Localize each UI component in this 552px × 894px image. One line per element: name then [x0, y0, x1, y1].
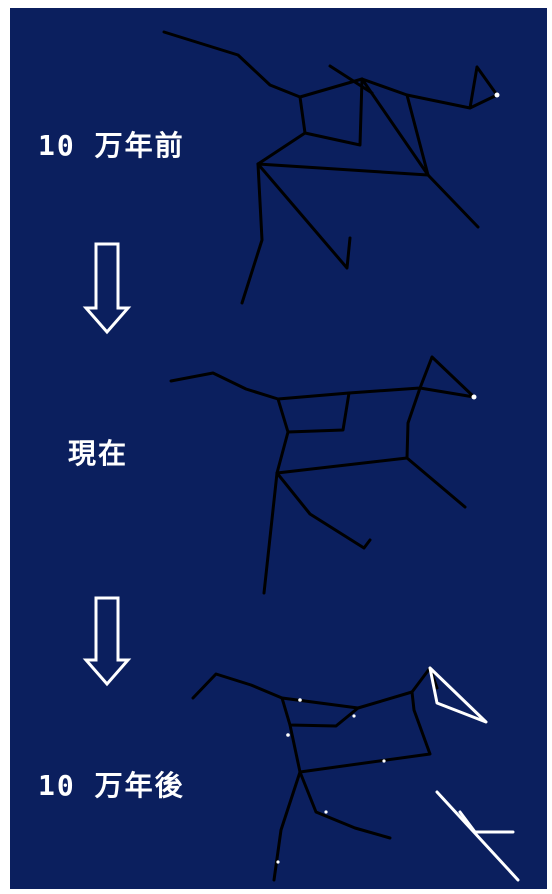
constellation-present	[169, 355, 476, 595]
label-past: 10 万年前	[38, 129, 185, 162]
star-bright-present	[471, 394, 477, 400]
constellation-past	[162, 30, 499, 305]
constellation-future-shifted	[428, 666, 520, 882]
constellation-future	[191, 666, 439, 882]
down-arrow-1	[82, 242, 132, 335]
label-present: 現在	[68, 437, 129, 470]
star-sparkles-future	[276, 698, 386, 864]
star-bright-past	[494, 92, 500, 98]
down-arrow-2	[82, 596, 132, 687]
diagram-panel	[10, 8, 547, 889]
label-future: 10 万年後	[38, 769, 185, 802]
